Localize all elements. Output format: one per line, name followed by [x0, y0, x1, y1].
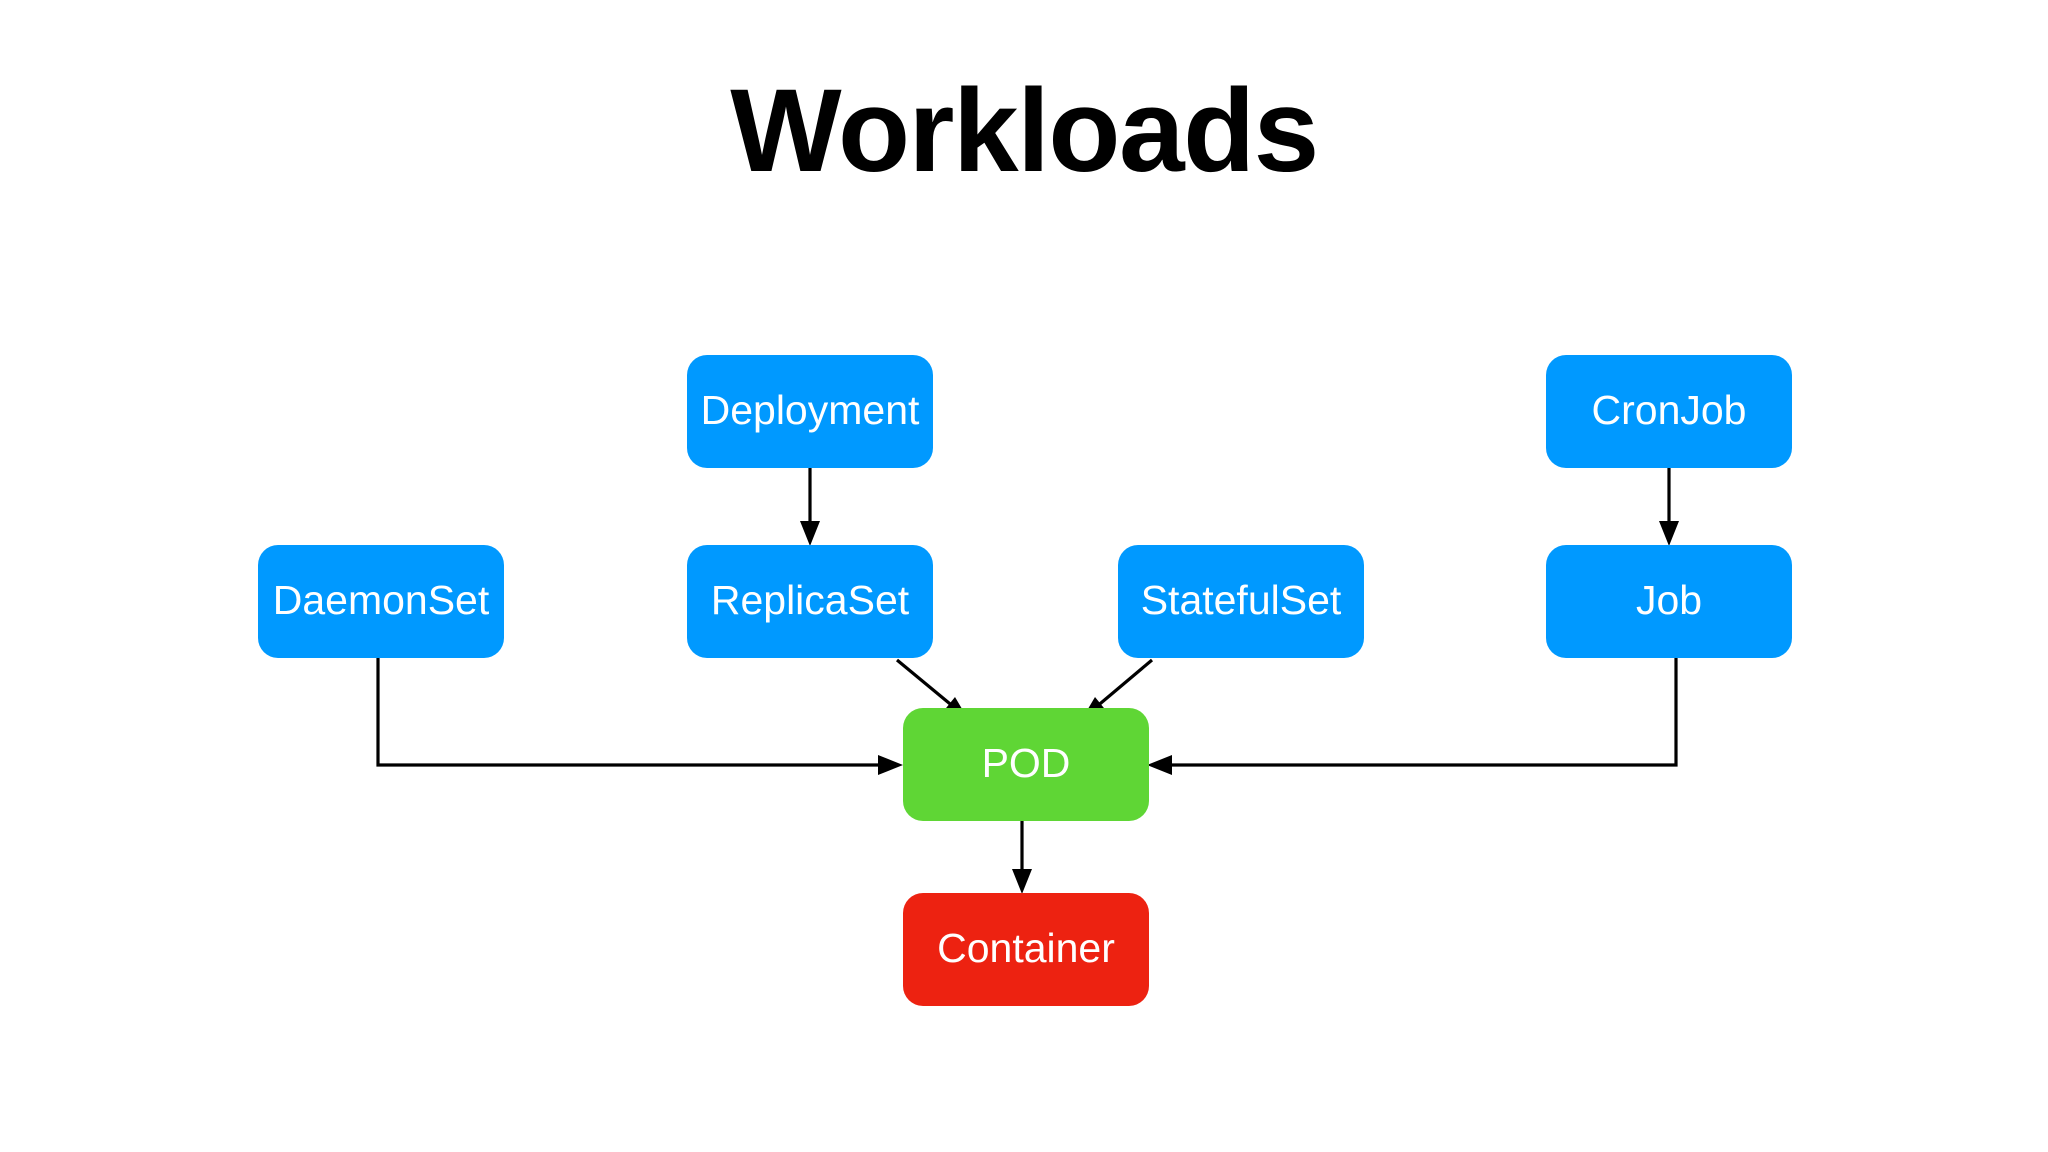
node-replicaset-label: ReplicaSet: [711, 577, 910, 623]
node-pod[interactable]: POD: [903, 708, 1149, 821]
arrowhead-icon: [878, 755, 903, 775]
node-deployment-label: Deployment: [701, 387, 920, 433]
edge-deployment-to-replicaset: [800, 468, 820, 546]
node-replicaset-box[interactable]: [687, 545, 933, 658]
arrowhead-icon: [800, 521, 820, 546]
edge-line: [895, 658, 957, 710]
node-daemonset-label: DaemonSet: [273, 577, 490, 623]
node-statefulset[interactable]: StatefulSet: [1118, 545, 1364, 658]
page-title: Workloads: [730, 65, 1319, 197]
node-replicaset[interactable]: ReplicaSet: [687, 545, 933, 658]
node-deployment[interactable]: Deployment: [687, 355, 933, 468]
node-container-label: Container: [937, 925, 1115, 971]
node-pod-box[interactable]: [903, 708, 1149, 821]
edge-layer: [376, 468, 1679, 894]
node-statefulset-label: StatefulSet: [1141, 577, 1342, 623]
arrowhead-icon: [1659, 521, 1679, 546]
edge-line: [376, 658, 888, 767]
node-deployment-box[interactable]: [687, 355, 933, 468]
arrowhead-icon: [1012, 869, 1032, 894]
node-job[interactable]: Job: [1546, 545, 1792, 658]
node-pod-label: POD: [982, 740, 1071, 786]
node-job-box[interactable]: [1546, 545, 1792, 658]
node-cronjob[interactable]: CronJob: [1546, 355, 1792, 468]
edge-job-to-pod: [1147, 658, 1678, 775]
arrowhead-icon: [1147, 755, 1172, 775]
node-job-label: Job: [1636, 577, 1702, 623]
node-cronjob-box[interactable]: [1546, 355, 1792, 468]
node-container[interactable]: Container: [903, 893, 1149, 1006]
node-cronjob-label: CronJob: [1592, 387, 1747, 433]
node-container-box[interactable]: [903, 893, 1149, 1006]
node-daemonset-box[interactable]: [258, 545, 504, 658]
edge-pod-to-container: [1012, 821, 1032, 894]
node-layer: Deployment CronJob DaemonSet ReplicaSet …: [258, 355, 1792, 1006]
edge-line: [1093, 658, 1154, 710]
edge-daemonset-to-pod: [376, 658, 903, 775]
node-statefulset-box[interactable]: [1118, 545, 1364, 658]
edge-cronjob-to-job: [1659, 468, 1679, 546]
edge-line: [1162, 658, 1678, 767]
node-daemonset[interactable]: DaemonSet: [258, 545, 504, 658]
